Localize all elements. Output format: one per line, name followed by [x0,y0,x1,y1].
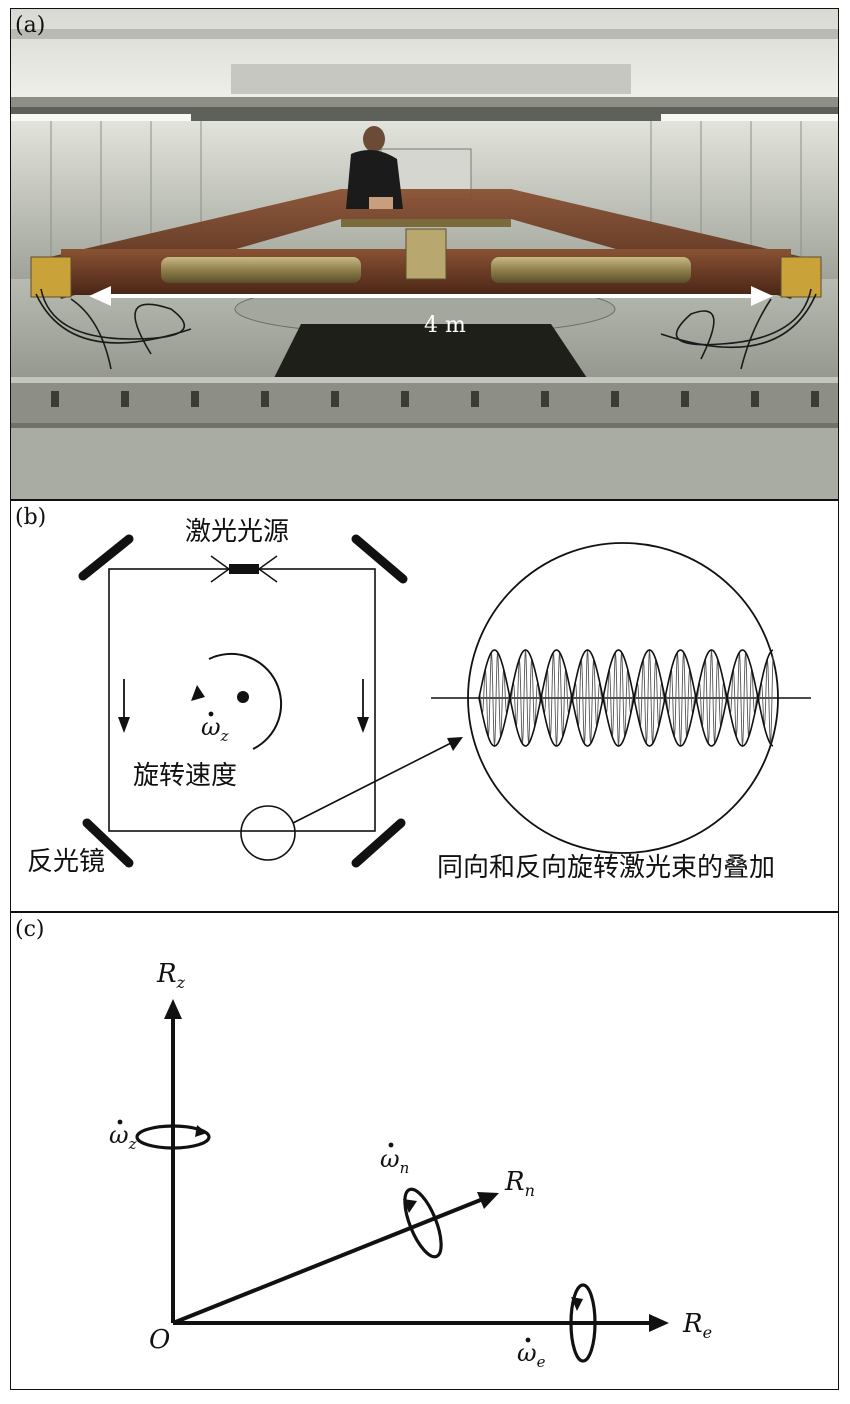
superposition-label: 同向和反向旋转激光束的叠加 [437,853,776,883]
omega-e-subscript: e [536,1352,546,1371]
axis-n [172,1197,484,1325]
panel-a-photo: (a) [10,8,839,500]
rotation-speed-label: 旋转速度 [133,761,238,791]
laser-source-label: 激光光源 [185,517,290,547]
omega-e-symbol: ω [517,1339,537,1367]
panel-b-label: (b) [15,505,47,530]
mirror-top-right [351,534,408,584]
superposition-waves [478,649,774,747]
axis-e-label: Re [683,1309,712,1342]
axis-n-subscript: n [524,1181,535,1201]
axis-z-subscript: z [176,973,186,993]
beam-direction-right [357,679,369,733]
omega-z-label: ωz [201,713,228,745]
laser-source [210,555,278,583]
mirror-top-left [78,534,134,581]
panel-b-schematic: (b) [10,500,839,912]
rotation-center [237,691,249,703]
omega-symbol: ω [201,713,221,741]
rotation-axes-diagram [117,999,669,1363]
axis-e-subscript: e [702,1323,713,1343]
axis-z-letter: R [157,959,177,989]
scale-arrow [89,286,773,306]
rotation-n-icon [403,1187,443,1259]
scale-label: 4 m [424,313,466,338]
panel-c-label: (c) [15,917,45,942]
omega-n-symbol: ω [380,1145,400,1173]
axis-n-label: Rn [505,1167,535,1200]
omega-subscript: z [220,726,229,745]
mirror-bottom-right [351,818,406,868]
rotation-arc [208,652,283,750]
mirror-label: 反光镜 [27,847,106,877]
axis-n-letter: R [505,1167,525,1197]
mirror-bottom-left [82,818,134,868]
axis-z-label: Rz [157,959,185,992]
beam-direction-left [118,679,130,733]
omega-z-symbol: ω [109,1121,129,1149]
panel-a-label: (a) [15,13,46,38]
envelope-upper [478,649,774,747]
origin-label: O [149,1325,171,1355]
omega-z-rate-label: ωz [109,1121,136,1153]
panel-c-axes: (c) Rz Rn Re [10,912,839,1390]
rotation-e-icon [569,1283,597,1363]
omega-n-subscript: n [399,1158,410,1177]
ring-laser-photo [11,9,838,499]
omega-n-rate-label: ωn [380,1145,409,1177]
ring-laser-diagram [78,534,811,868]
rotation-z-icon [135,1124,211,1150]
envelope-lower [478,649,774,747]
axis-e-letter: R [683,1309,703,1339]
omega-z-subscript: z [128,1134,137,1153]
magnifier-small [240,805,296,861]
omega-e-rate-label: ωe [517,1339,545,1371]
